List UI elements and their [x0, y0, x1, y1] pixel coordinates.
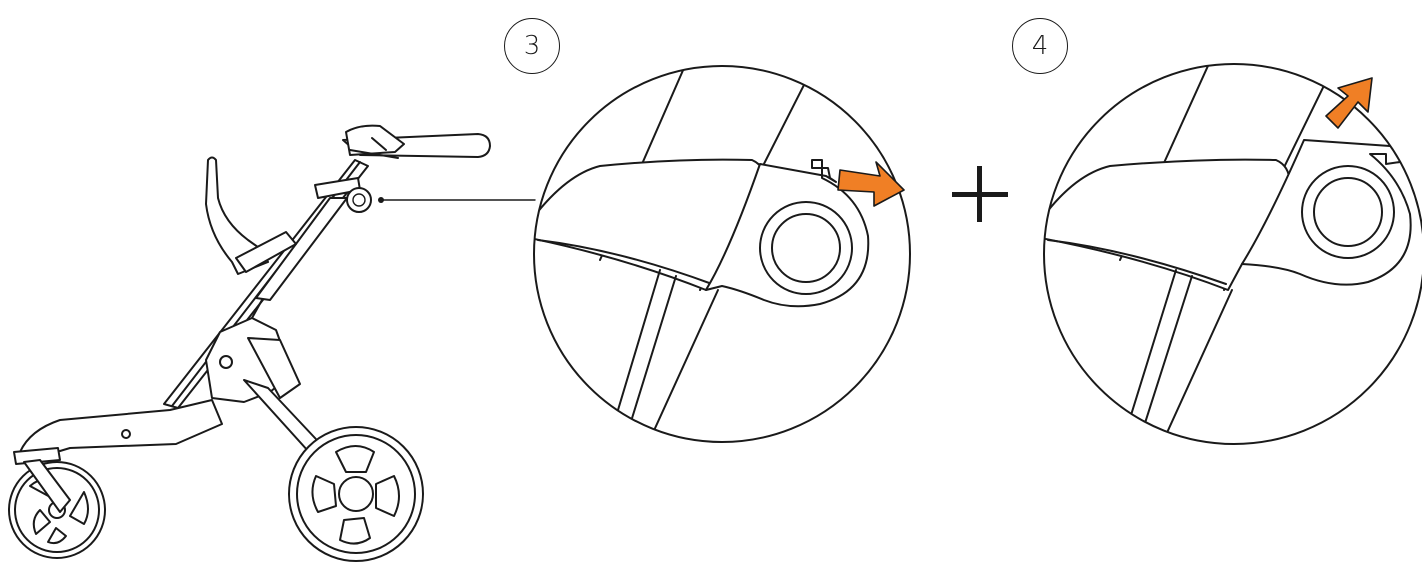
stroller-handlebar	[342, 124, 491, 159]
step-4-badge: 4	[1012, 18, 1068, 74]
step-3-number: 3	[523, 31, 541, 61]
leader-line	[378, 197, 536, 203]
stroller-rear-wheel	[288, 426, 424, 562]
direction-arrow-right	[837, 161, 905, 207]
stroller-hub	[205, 299, 301, 403]
step-4-number: 4	[1031, 31, 1049, 61]
fold-latch-pivot	[346, 187, 372, 213]
stroller-front-wheel	[8, 459, 106, 559]
stroller-illustration	[8, 124, 536, 562]
stroller-armrest	[205, 156, 297, 275]
direction-arrow-up-right	[1325, 77, 1373, 129]
plus-icon	[944, 158, 1016, 230]
step-3-badge: 3	[504, 18, 560, 74]
detail-circle-step-4	[1043, 63, 1422, 445]
detail-circle-step-3	[533, 65, 911, 443]
stroller-footrest	[13, 399, 223, 465]
